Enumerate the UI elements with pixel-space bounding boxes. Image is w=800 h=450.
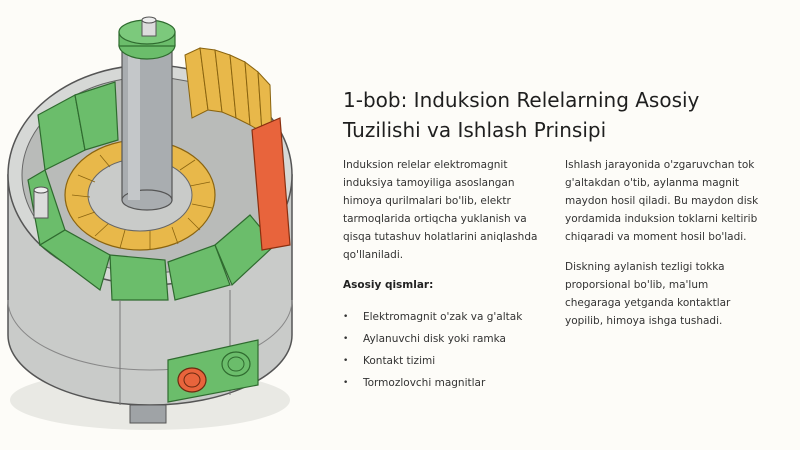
list-item-label: Elektromagnit o'zak va g'altak (363, 311, 523, 323)
list-item-label: Aylanuvchi disk yoki ramka (363, 333, 506, 345)
list-item: • Elektromagnit o'zak va g'altak (343, 306, 543, 328)
list-item: • Kontakt tizimi (343, 350, 543, 372)
speed-paragraph: Diskning aylanish tezligi tokka proporsi… (565, 261, 731, 327)
bullet-icon: • (343, 378, 349, 388)
terminal-post (33, 186, 49, 219)
list-item-label: Tormozlovchi magnitlar (363, 377, 486, 389)
orange-pole-piece (251, 117, 291, 251)
page-title: 1-bob: Induksion Relelarning Asosiy Tuzi… (343, 85, 783, 145)
list-item: • Tormozlovchi magnitlar (343, 372, 543, 394)
amber-winding-stack (184, 47, 273, 142)
bullet-icon: • (343, 312, 349, 322)
right-column: Ishlash jarayonida o'zgaruvchan tok g'al… (565, 156, 765, 342)
bullet-icon: • (343, 334, 349, 344)
bullet-icon: • (343, 356, 349, 366)
list-item-label: Kontakt tizimi (363, 355, 436, 367)
parts-list: • Elektromagnit o'zak va g'altak • Aylanuv… (343, 306, 543, 394)
left-column: Induksion relelar elektromagnit induksiy… (343, 156, 543, 394)
induction-relay-illustration (7, 16, 293, 430)
parts-heading: Asosiy qismlar: (343, 279, 434, 291)
terminal-plate (167, 339, 259, 403)
list-item: • Aylanuvchi disk yoki ramka (343, 328, 543, 350)
page-title-line1: 1-bob: Induksion Relelarning Asosiy (343, 88, 700, 113)
process-paragraph: Ishlash jarayonida o'zgaruvchan tok g'al… (565, 159, 759, 243)
page-title-line2: Tuzilishi va Ishlash Prinsipi (343, 118, 607, 143)
central-shaft (118, 16, 176, 211)
intro-paragraph: Induksion relelar elektromagnit induksiy… (343, 159, 538, 261)
